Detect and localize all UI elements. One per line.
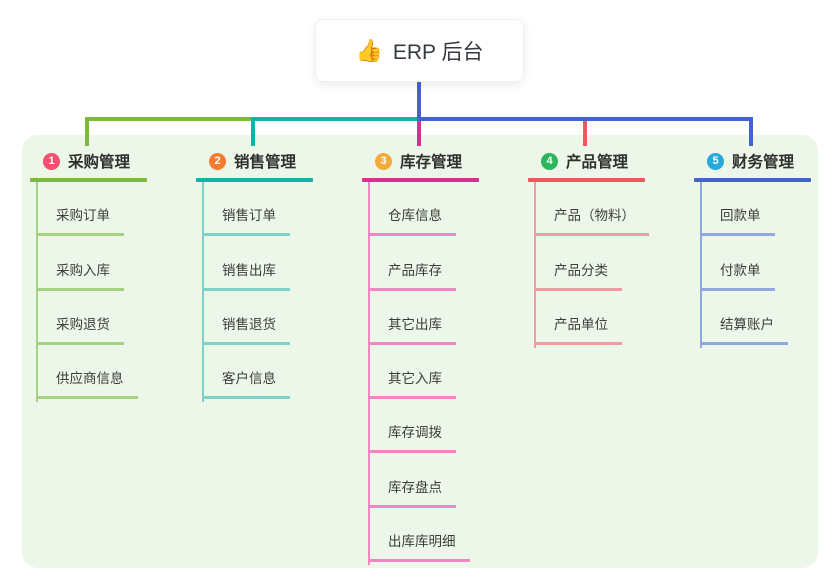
branch-underline <box>362 178 479 182</box>
mindmap-node[interactable]: 销售出库 <box>202 259 290 291</box>
branch-children: 销售订单销售出库销售退货客户信息 <box>196 182 346 403</box>
mindmap-node-row: 其它入库 <box>362 345 512 400</box>
branch-number-badge: 3 <box>375 152 392 170</box>
mindmap-node[interactable]: 其它入库 <box>368 367 456 400</box>
branch-产品管理: 4 产品管理产品（物料） 产品分类产品单位 <box>528 148 678 348</box>
mindmap-node-row: 产品单位 <box>528 291 678 345</box>
branch-connector-line <box>251 117 255 146</box>
mindmap-node-row: 供应商信息 <box>30 345 180 400</box>
branch-underline <box>528 178 645 182</box>
children-connector-line <box>202 182 204 403</box>
branch-children: 仓库信息产品库存其它出库其它入库库存调拨库存盘点出库库明细 <box>362 182 512 566</box>
mindmap-node[interactable]: 产品分类 <box>534 259 622 291</box>
branch-children: 回款单付款单结算账户 <box>694 182 839 348</box>
mindmap-node-row: 客户信息 <box>196 345 346 400</box>
mindmap-node-row: 其它出库 <box>362 291 512 345</box>
mindmap-node-row: 销售订单 <box>196 182 346 237</box>
mindmap-node-row: 结算账户 <box>694 291 839 345</box>
branch-connector-line <box>417 117 421 146</box>
branch-title-label: 产品管理 <box>566 154 629 171</box>
mindmap-node[interactable]: 结算账户 <box>700 313 788 345</box>
branch-underline <box>30 178 147 182</box>
mindmap-node[interactable]: 采购入库 <box>36 259 124 291</box>
branch-number-badge: 5 <box>707 152 724 170</box>
mindmap-node[interactable]: 产品单位 <box>534 313 622 345</box>
mindmap-node[interactable]: 回款单 <box>700 204 775 237</box>
branches-panel <box>22 135 818 568</box>
branch-title-label: 财务管理 <box>732 154 795 171</box>
branch-underline <box>196 178 313 182</box>
mindmap-node-row: 产品（物料） <box>528 182 678 237</box>
branch-库存管理: 3 库存管理仓库信息产品库存其它出库其它入库库存调拨库存盘点出库库明细 <box>362 148 512 566</box>
root-connector-line <box>417 82 421 121</box>
branch-children: 产品（物料） 产品分类产品单位 <box>528 182 678 348</box>
mindmap-node[interactable]: 出库库明细 <box>368 530 470 563</box>
mindmap-node-row: 销售出库 <box>196 236 346 291</box>
root-label: ERP 后台 <box>392 40 484 64</box>
children-connector-line <box>36 182 38 403</box>
mindmap-node-row: 回款单 <box>694 182 839 237</box>
mindmap-node[interactable]: 其它出库 <box>368 313 456 345</box>
branch-underline <box>694 178 811 182</box>
root-node[interactable]: 👍 ERP 后台 <box>315 19 524 82</box>
children-connector-line <box>700 182 702 348</box>
mindmap-node[interactable]: 产品库存 <box>368 259 456 291</box>
mindmap-node[interactable]: 付款单 <box>700 259 775 291</box>
mindmap-node[interactable]: 库存调拨 <box>368 421 456 454</box>
mindmap-node[interactable]: 采购退货 <box>36 313 124 345</box>
branch-title[interactable]: 4 产品管理 <box>528 148 678 174</box>
branch-title[interactable]: 1 采购管理 <box>30 148 180 174</box>
mindmap-node-row: 采购订单 <box>30 182 180 237</box>
branch-title[interactable]: 5 财务管理 <box>694 148 839 174</box>
mindmap-node-row: 仓库信息 <box>362 182 512 237</box>
mindmap-node[interactable]: 仓库信息 <box>368 204 456 237</box>
branch-connector-line <box>85 117 89 146</box>
thumbs-up-icon: 👍 <box>355 37 383 63</box>
mindmap-node[interactable]: 客户信息 <box>202 367 290 400</box>
branch-财务管理: 5 财务管理回款单付款单结算账户 <box>694 148 839 348</box>
branch-采购管理: 1 采购管理采购订单采购入库采购退货供应商信息 <box>30 148 180 403</box>
branch-title[interactable]: 3 库存管理 <box>362 148 512 174</box>
mindmap-node-row: 销售退货 <box>196 291 346 345</box>
mindmap-node[interactable]: 销售退货 <box>202 313 290 345</box>
mindmap-node[interactable]: 供应商信息 <box>36 367 138 400</box>
mindmap-node-row: 库存调拨 <box>362 399 512 454</box>
mindmap-node[interactable]: 库存盘点 <box>368 476 456 508</box>
branch-connector-line <box>251 117 421 121</box>
branch-connector-line <box>749 117 753 146</box>
mindmap-node-row: 采购退货 <box>30 291 180 345</box>
mindmap-node[interactable]: 销售订单 <box>202 204 290 237</box>
branch-children: 采购订单采购入库采购退货供应商信息 <box>30 182 180 403</box>
mindmap-node-row: 采购入库 <box>30 236 180 291</box>
mindmap-node-row: 产品库存 <box>362 236 512 291</box>
branch-connector-line <box>583 117 587 146</box>
children-connector-line <box>368 182 370 566</box>
mindmap-node-row: 出库库明细 <box>362 508 512 563</box>
branch-title-label: 采购管理 <box>68 154 131 171</box>
branch-number-badge: 1 <box>43 152 60 170</box>
branch-connector-line <box>417 117 753 121</box>
mindmap-node-row: 产品分类 <box>528 236 678 291</box>
branch-销售管理: 2 销售管理销售订单销售出库销售退货客户信息 <box>196 148 346 403</box>
mindmap-node-row: 付款单 <box>694 236 839 291</box>
children-connector-line <box>534 182 536 348</box>
branch-number-badge: 4 <box>541 152 558 170</box>
branch-number-badge: 2 <box>209 152 226 170</box>
mindmap-node-row: 库存盘点 <box>362 453 512 508</box>
branch-title-label: 销售管理 <box>234 154 297 171</box>
mindmap-node[interactable]: 产品（物料） <box>534 204 649 237</box>
branch-title[interactable]: 2 销售管理 <box>196 148 346 174</box>
branch-title-label: 库存管理 <box>400 154 463 171</box>
mindmap-node[interactable]: 采购订单 <box>36 204 124 237</box>
